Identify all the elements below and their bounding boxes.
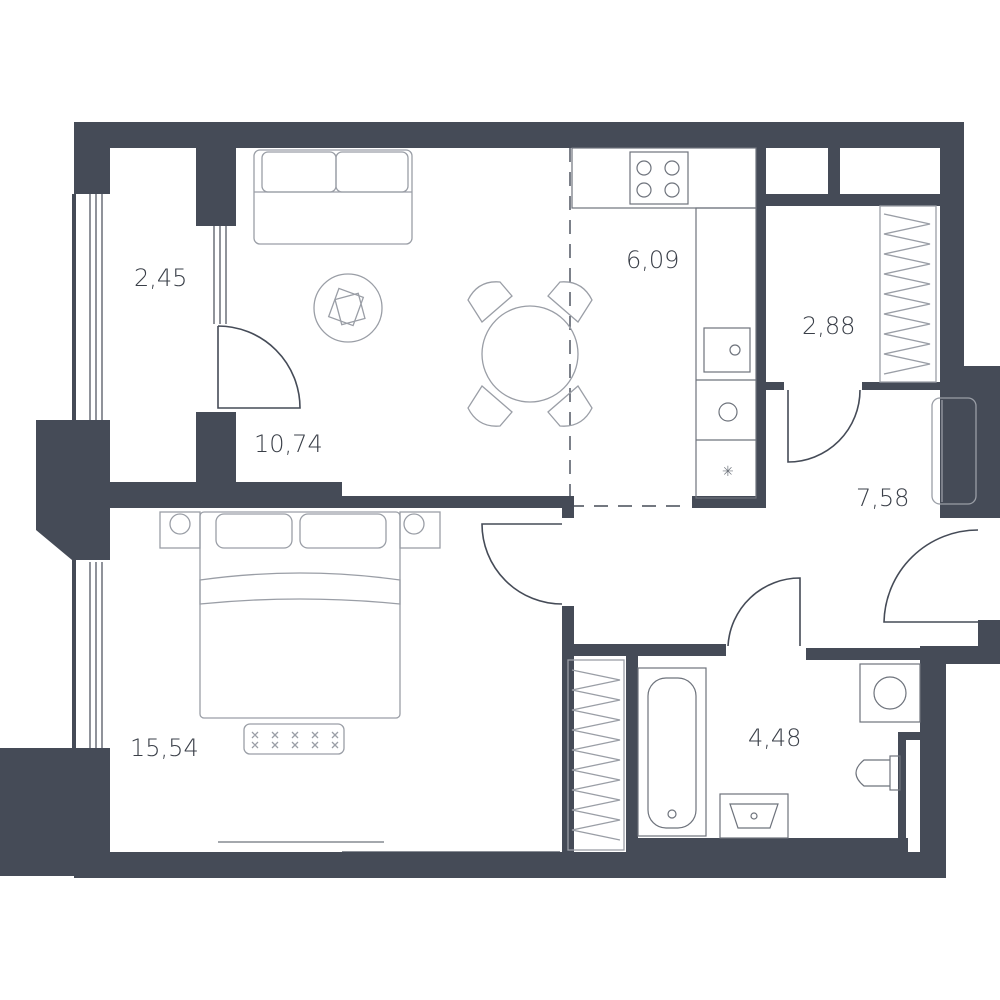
kitchen-counter: ✳: [571, 147, 757, 499]
wardrobe-shelves: [879, 205, 937, 383]
bed: [159, 511, 441, 843]
wall-niche-bottom: [756, 194, 940, 206]
wall-right-bottom: [920, 646, 1000, 878]
wall-left-strip: [72, 194, 76, 420]
doors: [217, 325, 979, 647]
wall-bottom: [74, 852, 946, 878]
wall-top: [74, 122, 964, 148]
wall-bottom-left-corner: [0, 748, 110, 876]
door-bedroom: [481, 523, 563, 605]
corridor-wardrobe: [567, 659, 625, 851]
wall-bath-bottom: [638, 838, 908, 852]
wall-right-lower: [978, 620, 1000, 652]
wall-wardrobe-bottom: [766, 382, 784, 390]
wall-left-pillar: [36, 420, 110, 560]
wall-kitchen-bottom: [692, 496, 756, 508]
dining-set: [467, 281, 593, 427]
sink: [719, 793, 789, 839]
wall-bathroom-top: [806, 648, 926, 660]
area-hallway: 7,58: [856, 484, 909, 512]
wall-bathroom-left: [626, 656, 638, 852]
wall-living-hall: [342, 496, 566, 508]
wall-wardrobe-bottom-2: [862, 382, 942, 390]
bathtub: [637, 667, 707, 837]
coffee-table: [313, 273, 383, 343]
wall-kitchen-right: [756, 148, 766, 508]
sofa: [253, 149, 413, 245]
wall-bathroom-inner-v: [898, 732, 906, 852]
washing-machine: [859, 663, 921, 723]
wall-right-mid: [940, 366, 1000, 518]
area-wardrobe: 2,88: [802, 312, 855, 340]
door-bathroom: [727, 577, 801, 647]
area-bedroom: 15,54: [130, 734, 199, 762]
svg-text:✳: ✳: [722, 464, 734, 480]
door-wardrobe: [787, 389, 861, 463]
door-loggia: [217, 325, 301, 409]
hallway-bench: [931, 397, 977, 505]
wall-living-bedroom: [110, 482, 342, 508]
area-bathroom: 4,48: [748, 724, 801, 752]
wall-corridor-bottom: [562, 644, 726, 656]
wall-left-upper: [74, 122, 110, 194]
area-labels: 2,45 10,74 6,09 2,88 7,58 15,54 4,48: [130, 246, 909, 762]
walls: [0, 122, 1000, 878]
toilet: [855, 755, 901, 791]
area-loggia: 2,45: [134, 264, 187, 292]
wall-right-top: [940, 122, 964, 368]
wall-left-lower: [72, 560, 76, 748]
door-entrance: [883, 529, 979, 623]
wall-bathroom-inner: [898, 732, 926, 740]
wall-loggia-right: [196, 148, 236, 226]
windows: [89, 194, 560, 853]
area-kitchen: 6,09: [626, 246, 679, 274]
wall-hall-stub: [562, 496, 574, 518]
wall-niche-divider: [828, 148, 840, 196]
area-living-room: 10,74: [254, 430, 323, 458]
